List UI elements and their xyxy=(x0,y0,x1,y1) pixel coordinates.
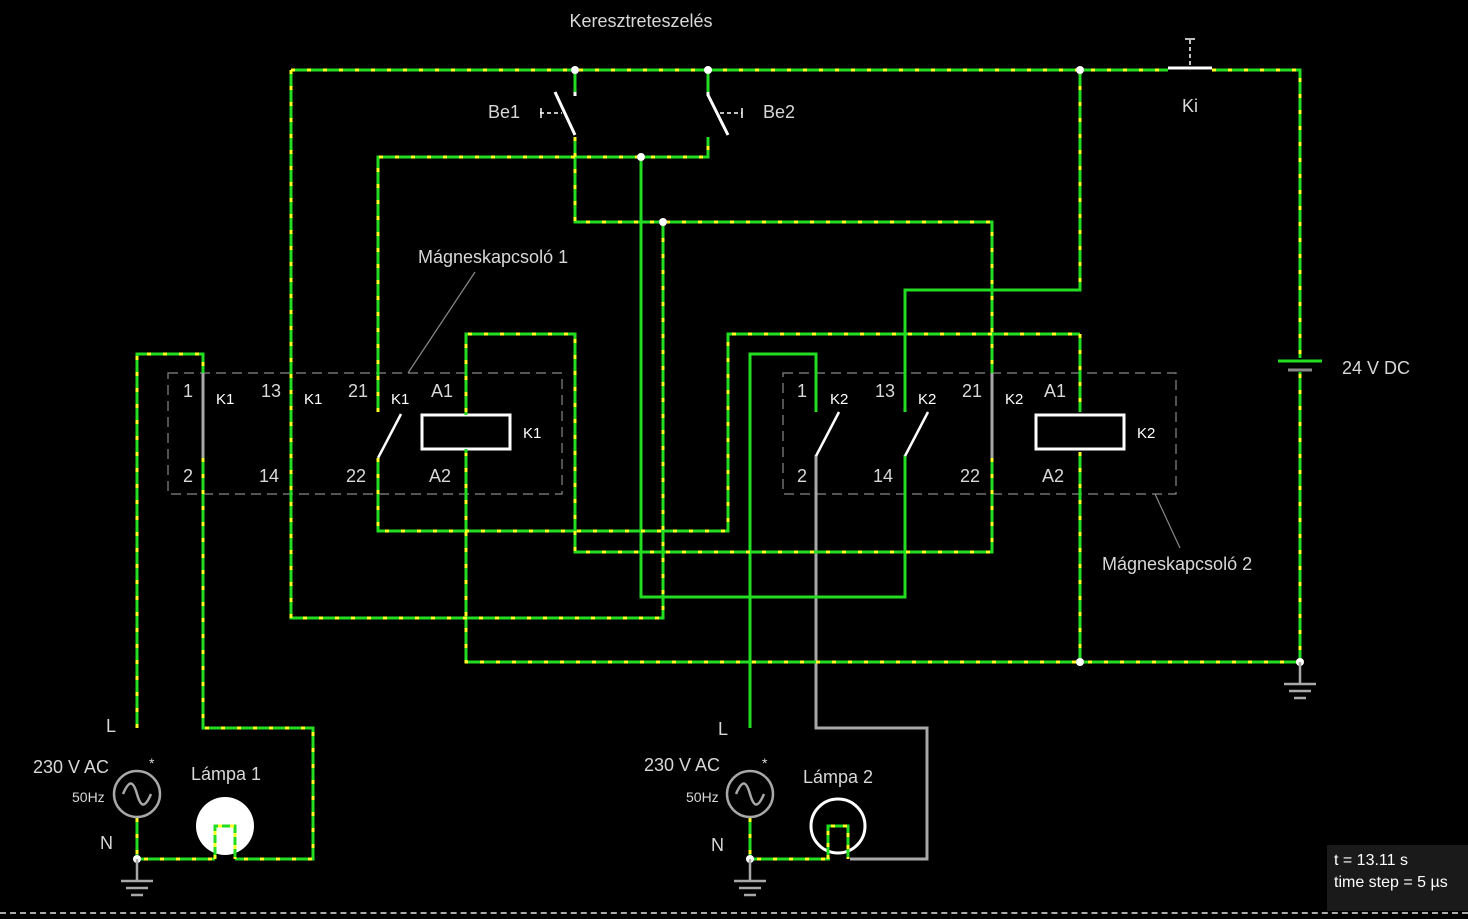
ac2-freq-label: 50Hz xyxy=(686,789,719,805)
ac2-marker: * xyxy=(762,755,768,771)
k2-name-contact13: K2 xyxy=(918,391,936,408)
ac1-line-label: L xyxy=(106,716,116,736)
contactor1-box xyxy=(167,372,563,495)
ki-button[interactable] xyxy=(1168,38,1212,70)
contactor1-leader xyxy=(407,271,476,374)
ac1-neutral-label: N xyxy=(100,833,113,853)
k1-name-contact1: K1 xyxy=(216,391,234,408)
lamp1-bulb[interactable] xyxy=(196,797,254,859)
ac1-voltage-label: 230 V AC xyxy=(33,757,109,777)
k1-terminal-22: 22 xyxy=(346,466,366,486)
k2-terminal-22: 22 xyxy=(960,466,980,486)
contactor1-label: Mágneskapcsoló 1 xyxy=(418,247,568,267)
be1-label: Be1 xyxy=(488,102,520,122)
k1-terminal-a2: A2 xyxy=(429,466,451,486)
k2-terminal-14: 14 xyxy=(873,466,893,486)
ground-icon-ac2 xyxy=(734,859,766,897)
junctions xyxy=(133,66,1304,863)
canvas-bottom-edge xyxy=(0,912,1468,914)
k2-name-coil: K2 xyxy=(1137,425,1155,442)
k2-terminal-a2: A2 xyxy=(1042,466,1064,486)
k1-name-contact21: K1 xyxy=(391,391,409,408)
dead-wires xyxy=(201,373,994,861)
be1-button[interactable] xyxy=(540,91,577,136)
contactor2-label: Mágneskapcsoló 2 xyxy=(1102,554,1252,574)
k1-coil[interactable] xyxy=(420,412,512,453)
ac1-freq-label: 50Hz xyxy=(72,789,105,805)
k1-terminal-1: 1 xyxy=(183,381,193,401)
k1-terminal-2: 2 xyxy=(183,466,193,486)
diagram-title: Keresztreteszelés xyxy=(569,11,712,31)
simulation-status: t = 13.11 s time step = 5 µs xyxy=(1327,845,1468,911)
k2-name-contact21: K2 xyxy=(1005,391,1023,408)
ground-icon-ac1 xyxy=(121,859,153,897)
ac1-marker: * xyxy=(149,755,155,771)
k1-name-contact13: K1 xyxy=(304,391,322,408)
k1-terminal-a1: A1 xyxy=(431,381,453,401)
k1-terminal-21: 21 xyxy=(348,381,368,401)
ac-source-2[interactable] xyxy=(725,769,775,819)
k2-coil[interactable] xyxy=(1034,413,1126,451)
k2-terminal-1: 1 xyxy=(797,381,807,401)
ac2-neutral-label: N xyxy=(711,835,724,855)
lamp1-label: Lámpa 1 xyxy=(191,764,261,784)
contactor2-box xyxy=(782,372,1177,495)
dc-battery[interactable] xyxy=(1278,359,1322,372)
lamp2-label: Lámpa 2 xyxy=(803,767,873,787)
sim-time: t = 13.11 s xyxy=(1334,852,1408,869)
ground-icon-dc xyxy=(1284,662,1316,700)
ac2-line-label: L xyxy=(718,719,728,739)
k1-name-coil: K1 xyxy=(523,425,541,442)
k2-name-contact1: K2 xyxy=(830,391,848,408)
k2-terminal-2: 2 xyxy=(797,466,807,486)
k2-terminal-13: 13 xyxy=(875,381,895,401)
k2-terminal-a1: A1 xyxy=(1044,381,1066,401)
k1-terminal-14: 14 xyxy=(259,466,279,486)
contactor2-leader xyxy=(1154,493,1181,549)
ki-label: Ki xyxy=(1182,96,1198,116)
sim-time-step: time step = 5 µs xyxy=(1334,874,1448,891)
ac2-voltage-label: 230 V AC xyxy=(644,755,720,775)
k2-contact-13-14 xyxy=(903,411,930,457)
current-wires xyxy=(135,68,1302,861)
be2-button[interactable] xyxy=(706,92,743,136)
k1-terminal-13: 13 xyxy=(261,381,281,401)
k2-contact-1-2 xyxy=(814,411,841,457)
lamp2-bulb[interactable] xyxy=(809,797,867,859)
dc-source-label: 24 V DC xyxy=(1342,358,1410,378)
ac-source-1[interactable] xyxy=(112,769,162,819)
be2-label: Be2 xyxy=(763,102,795,122)
k2-terminal-21: 21 xyxy=(962,381,982,401)
k1-contact-21-22 xyxy=(376,413,403,459)
